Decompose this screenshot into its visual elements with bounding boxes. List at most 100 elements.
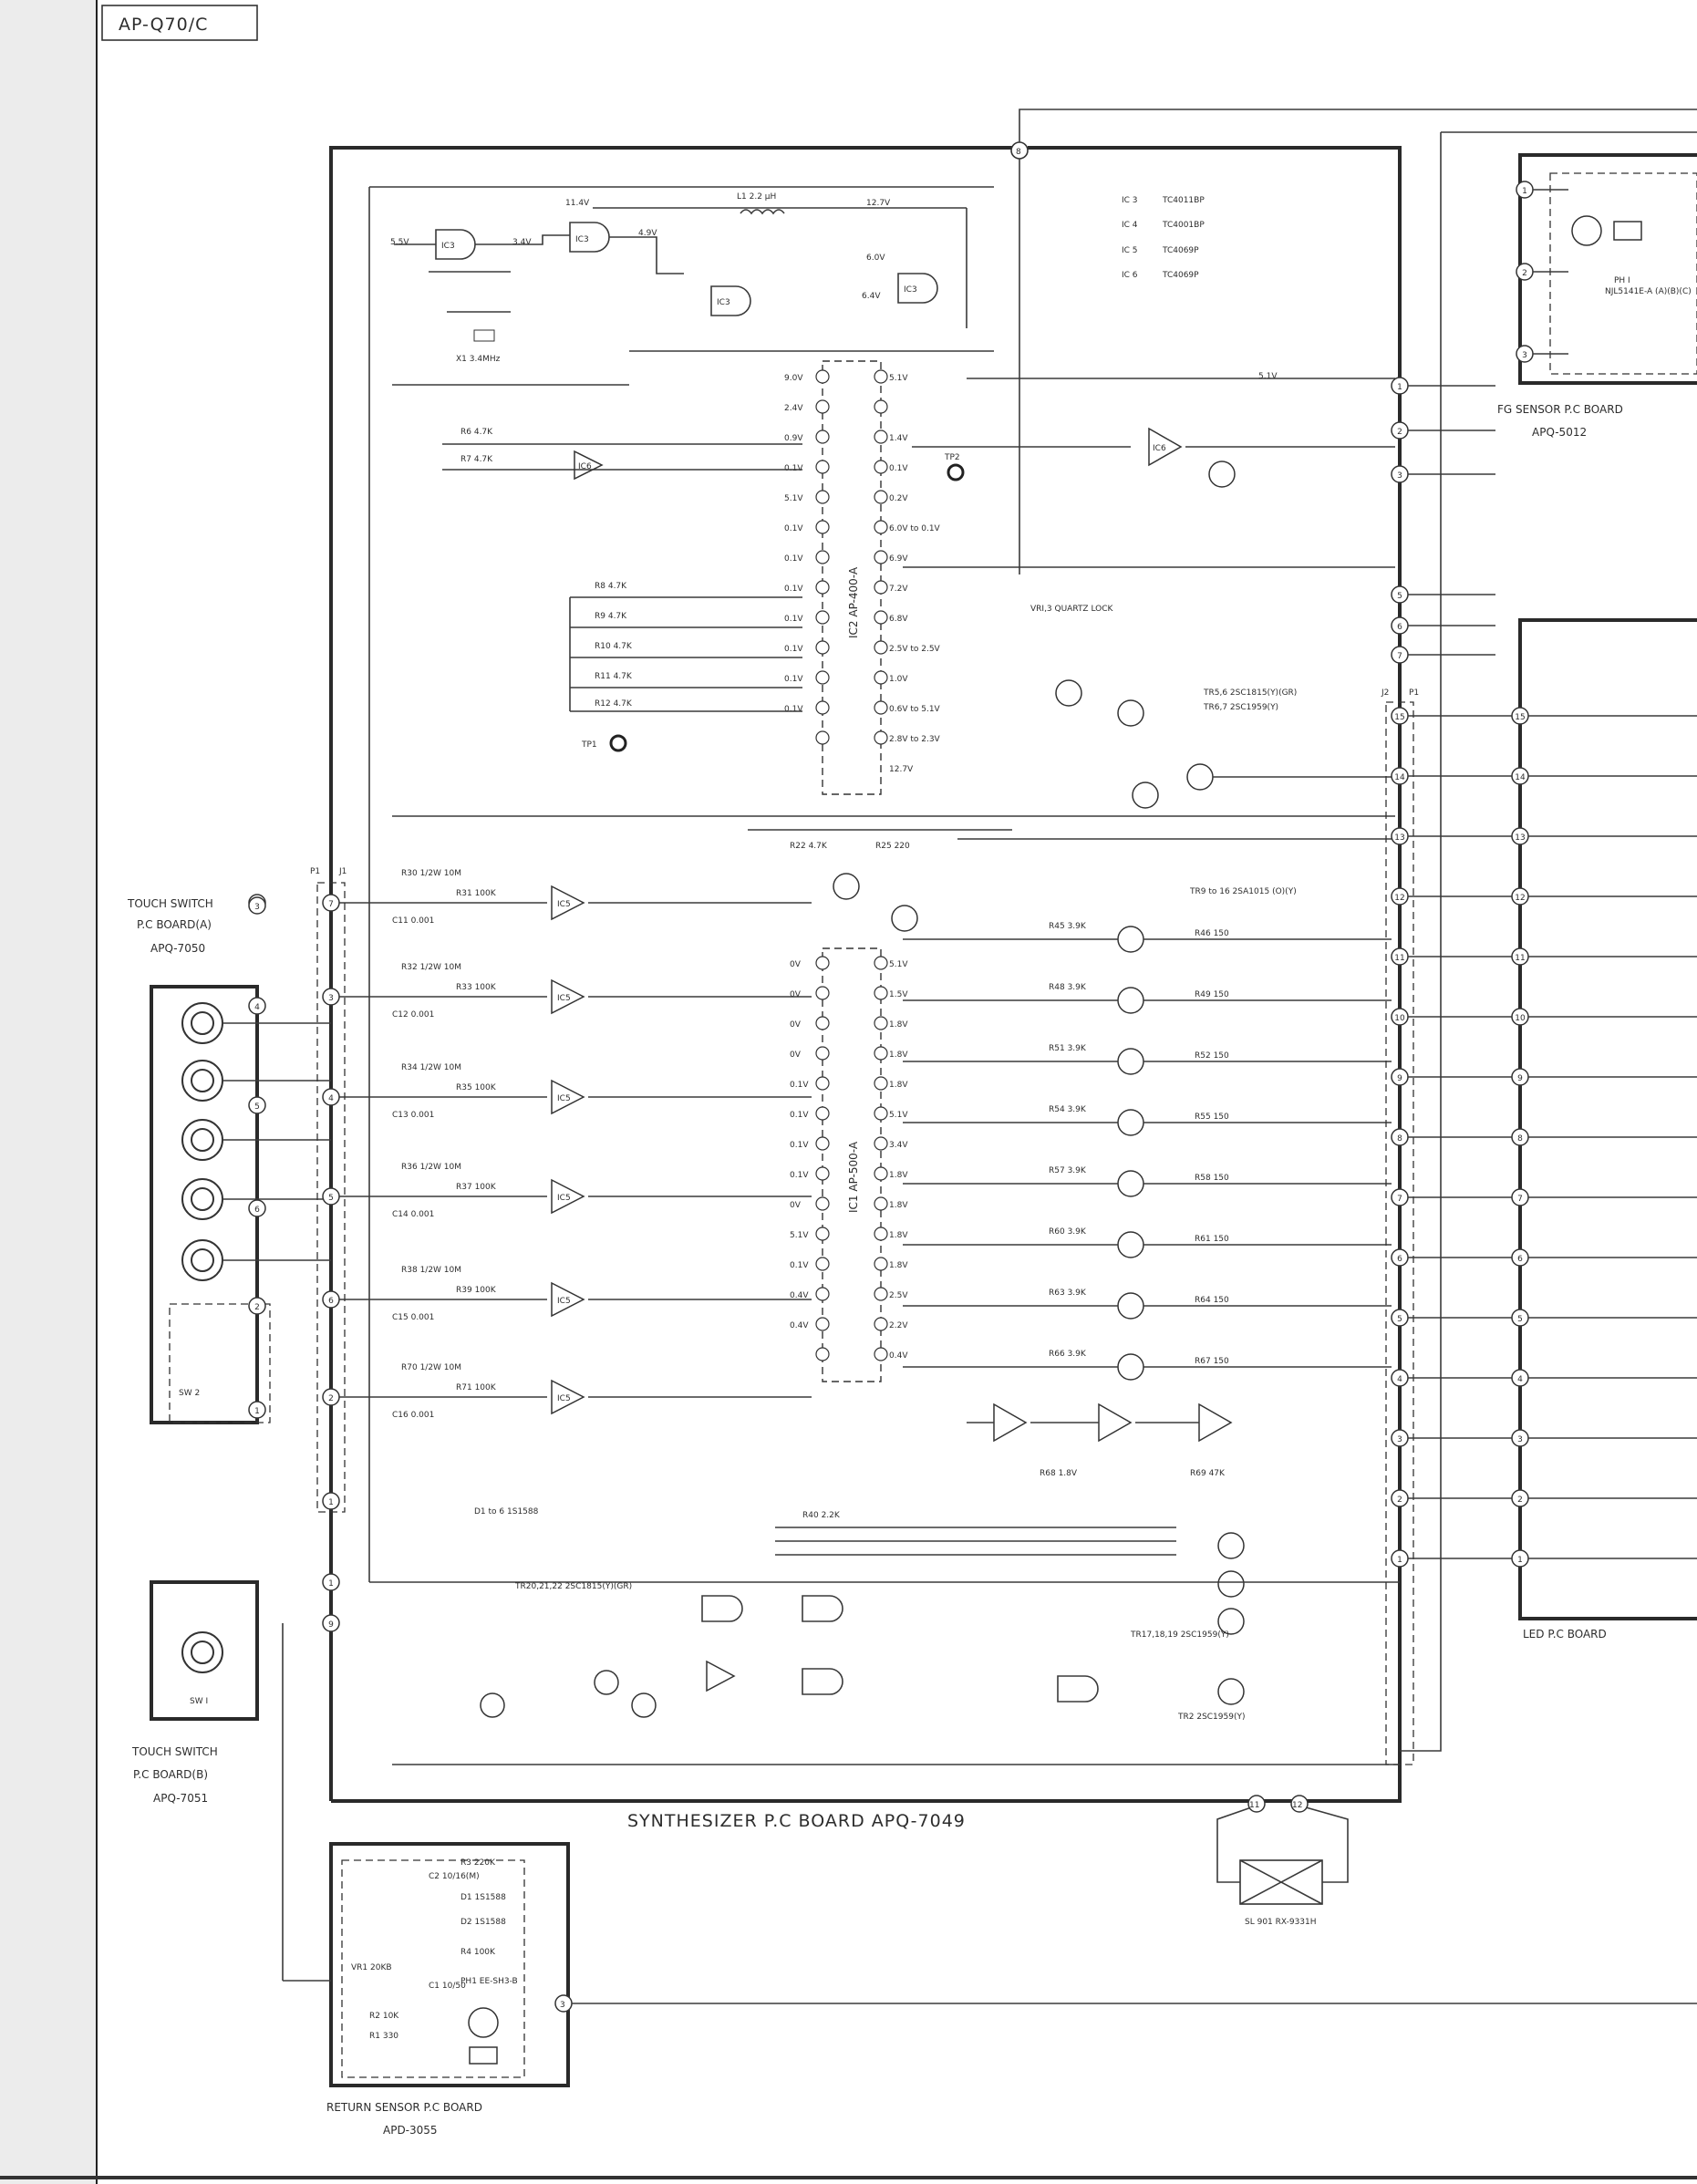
ic2-chip: IC2 AP-400-A [815, 360, 888, 795]
svg-text:1.8V: 1.8V [889, 1171, 908, 1180]
ic-pin [874, 369, 888, 384]
led-connector-pin: 6 [1511, 1248, 1529, 1267]
ic-pin [874, 700, 888, 715]
svg-text:TR20,21,22 2SC1815(Y)(GR): TR20,21,22 2SC1815(Y)(GR) [514, 1582, 632, 1591]
svg-text:R4 100K: R4 100K [460, 1948, 496, 1957]
svg-text:TOUCH SWITCH: TOUCH SWITCH [127, 897, 213, 910]
svg-text:5.1V: 5.1V [1258, 372, 1278, 381]
svg-text:IC3: IC3 [904, 285, 917, 295]
svg-text:IC2 AP-400-A: IC2 AP-400-A [847, 566, 860, 638]
return-sensor-board: R3 220K D1 1S1588 D2 1S1588 R4 100K VR1 … [282, 1623, 1697, 2137]
led-connector-pin: 1 [1511, 1549, 1529, 1568]
ic-pin [815, 986, 830, 1000]
svg-text:TR6,7 2SC1959(Y): TR6,7 2SC1959(Y) [1203, 703, 1278, 712]
svg-text:APD-3055: APD-3055 [383, 2124, 438, 2137]
touch-cap: C14 0.001 [392, 1210, 434, 1219]
ic-pin [815, 1016, 830, 1030]
solenoid: 11 12 SL 901 RX-9331H [1216, 1795, 1349, 1927]
led-resistor: R61 150 [1195, 1235, 1229, 1244]
svg-text:0.6V to 5.1V: 0.6V to 5.1V [889, 705, 941, 714]
svg-text:C1 10/50: C1 10/50 [429, 1982, 466, 1991]
led-connector-pin: 10 [1511, 1008, 1529, 1026]
ic-pin [815, 369, 830, 384]
svg-text:1.8V: 1.8V [889, 1231, 908, 1240]
ic-pin [874, 550, 888, 564]
led-resistor: R54 3.9K [1049, 1105, 1087, 1114]
tr3-tr4-section: R22 4.7K R25 220 [748, 829, 1012, 932]
svg-text:3: 3 [254, 903, 260, 912]
svg-text:1.8V: 1.8V [889, 1051, 908, 1060]
svg-text:IC3: IC3 [441, 242, 455, 251]
svg-text:RETURN SENSOR P.C BOARD: RETURN SENSOR P.C BOARD [326, 2101, 482, 2114]
synth-right-input-pin: 1 [1391, 377, 1409, 395]
ic-pin [874, 730, 888, 745]
svg-text:SW 2: SW 2 [179, 1389, 200, 1398]
ic-pin [874, 670, 888, 685]
svg-text:L1 2.2 μH: L1 2.2 μH [737, 192, 776, 202]
svg-text:R25 220: R25 220 [875, 842, 910, 851]
led-resistor: R51 3.9K [1049, 1044, 1087, 1053]
svg-text:4: 4 [254, 1003, 260, 1012]
touch-resistor: R38 1/2W 10M [401, 1266, 461, 1275]
synth-left-pin: 1 [322, 1573, 340, 1591]
svg-text:R12 4.7K: R12 4.7K [595, 699, 633, 709]
tr9-16-note: TR9 to 16 2SA1015 (O)(Y) [1189, 887, 1297, 896]
ic-pin [874, 1287, 888, 1301]
ic-pin [874, 1016, 888, 1030]
ic-pin [815, 730, 830, 745]
synth-led-connector-pin: 1 [1391, 1549, 1409, 1568]
ic-pin [815, 1347, 830, 1361]
svg-text:12: 12 [1394, 894, 1404, 903]
svg-text:C2 10/16(M): C2 10/16(M) [429, 1872, 480, 1881]
svg-text:J2: J2 [1381, 688, 1389, 698]
svg-text:6.9V: 6.9V [889, 554, 908, 564]
svg-text:IC5: IC5 [557, 1297, 571, 1306]
svg-text:3.4V: 3.4V [512, 238, 532, 247]
svg-text:0.9V: 0.9V [784, 434, 803, 443]
svg-text:0V: 0V [790, 960, 802, 969]
led-resistor: R55 150 [1195, 1113, 1229, 1122]
svg-text:2: 2 [328, 1394, 334, 1403]
ic5-inverter [551, 978, 585, 1015]
svg-text:PH1 EE-SH3-B: PH1 EE-SH3-B [460, 1977, 518, 1986]
model-tag: AP-Q70/C [101, 5, 258, 41]
ic-pin [874, 1227, 888, 1241]
svg-text:R11 4.7K: R11 4.7K [595, 672, 633, 681]
svg-text:5: 5 [254, 1102, 260, 1112]
svg-text:1: 1 [1397, 383, 1402, 392]
svg-text:15: 15 [1394, 713, 1404, 722]
ic-pin [874, 1046, 888, 1061]
svg-text:0V: 0V [790, 990, 802, 999]
svg-text:5.1V: 5.1V [889, 1111, 908, 1120]
svg-text:0.1V: 0.1V [790, 1081, 809, 1090]
svg-text:1: 1 [1522, 187, 1527, 196]
ic-pin [815, 520, 830, 534]
ic-pin [815, 1046, 830, 1061]
svg-text:15: 15 [1515, 713, 1525, 722]
led-resistor: R60 3.9K [1049, 1227, 1087, 1237]
svg-text:12.7V: 12.7V [866, 199, 891, 208]
synth-left-connector: P1 J1 [310, 867, 347, 1513]
svg-text:0.1V: 0.1V [784, 705, 803, 714]
svg-text:5.5V: 5.5V [390, 238, 409, 247]
svg-text:7.2V: 7.2V [889, 585, 908, 594]
ic-pin [874, 1136, 888, 1151]
ic-pin [815, 1106, 830, 1121]
touch-resistor: R32 1/2W 10M [401, 963, 461, 972]
svg-text:X1 3.4MHz: X1 3.4MHz [456, 355, 501, 364]
svg-text:6: 6 [1397, 623, 1402, 632]
led-resistor: R49 150 [1195, 990, 1229, 999]
oscillator-section: IC3 IC3 IC3 IC3 X1 3.4MHz L1 2.2 μH 5.5V… [390, 192, 1278, 386]
svg-text:D1 1S1588: D1 1S1588 [460, 1893, 506, 1902]
led-resistor: R58 150 [1195, 1174, 1229, 1183]
fg-connector-pin: 2 [1516, 263, 1534, 281]
svg-text:11: 11 [1394, 954, 1404, 963]
ic-pin [874, 1196, 888, 1211]
led-connector-pin: 4 [1511, 1369, 1529, 1387]
ic-pin [874, 1076, 888, 1091]
touch-a-pin: 2 [248, 1297, 266, 1315]
ic-pin [815, 700, 830, 715]
led-connector-pin: 3 [1511, 1429, 1529, 1447]
svg-text:IC5: IC5 [557, 1394, 571, 1403]
